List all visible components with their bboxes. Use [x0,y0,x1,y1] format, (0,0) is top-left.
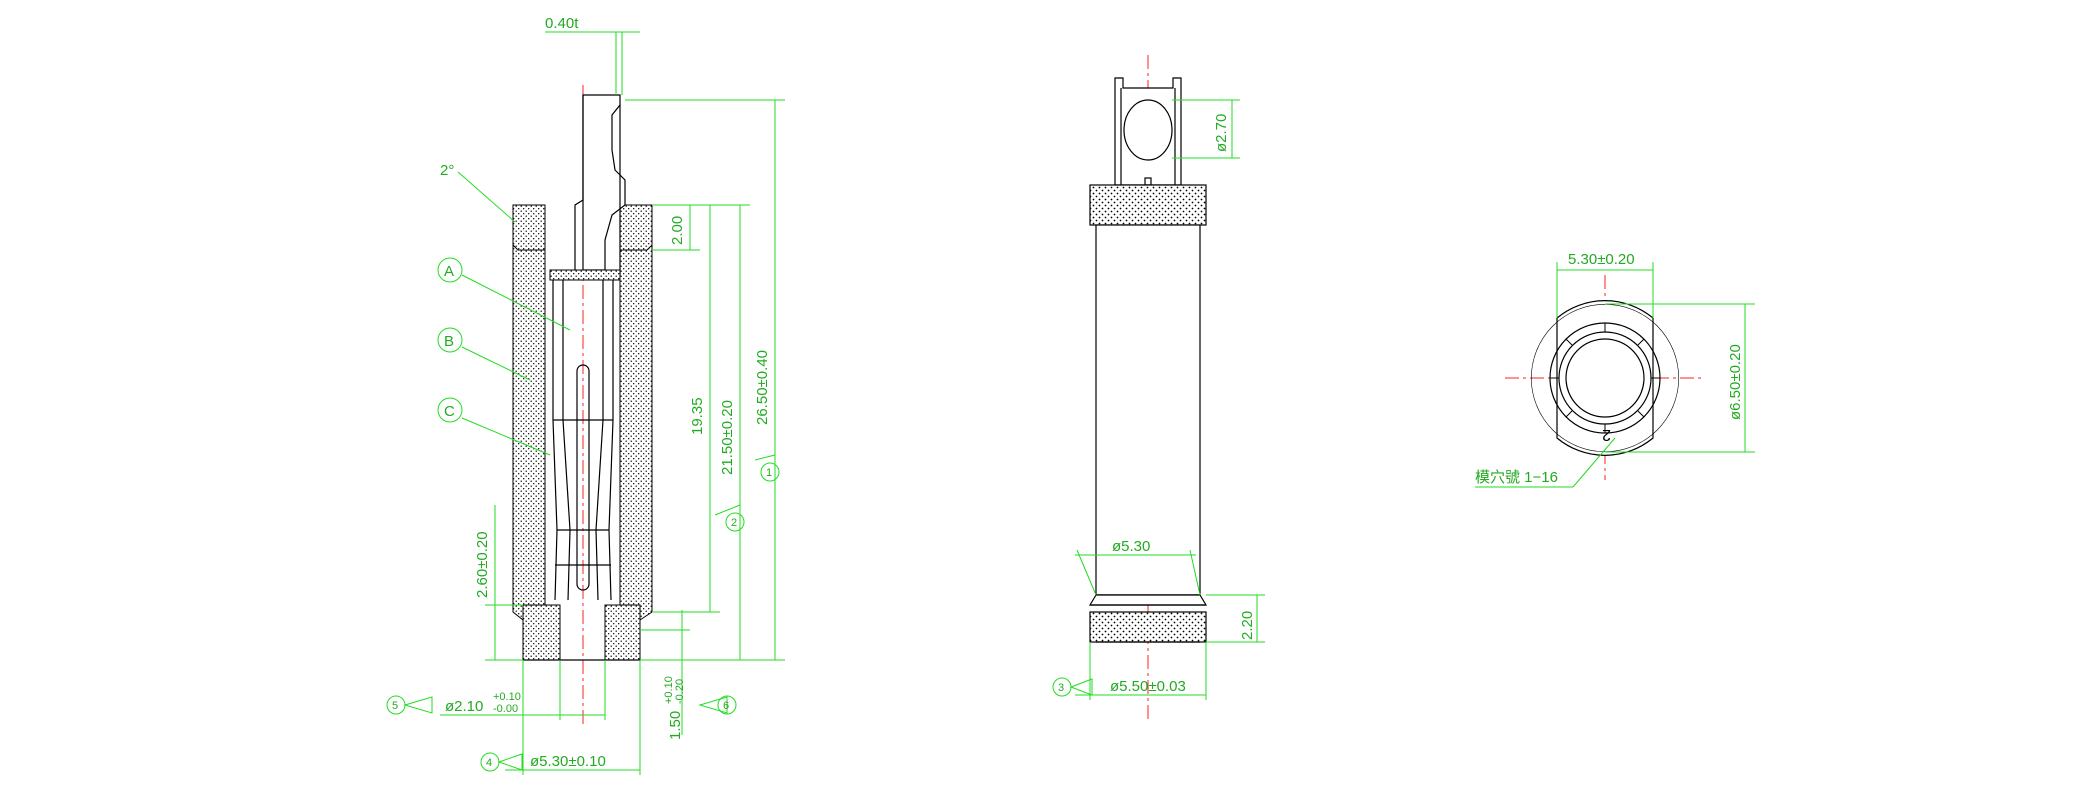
svg-text:4: 4 [486,757,492,769]
balloon-5: 5 [386,695,433,715]
balloon-6: 6 [698,695,737,715]
balloon-1: 1 [754,454,780,482]
end-ring-slots [1550,323,1660,433]
dim-1-50-tol-lower: -0.20 [674,679,686,704]
svg-text:5: 5 [392,700,398,712]
balloon-4: 4 [480,752,523,772]
end-cavity-number: 2 [1602,426,1611,443]
svg-text:6: 6 [723,700,729,712]
svg-text:1: 1 [766,467,772,479]
side-top-tab-inner [1120,88,1176,185]
side-tab-hole [1123,99,1173,161]
dim-1-50-label: 1.50 [667,711,684,740]
end-cavity-label: 模穴號 1−16 [1475,469,1558,486]
top-collar-right [619,204,653,251]
inner-tube-right [608,280,614,601]
dim-2-60-label: 2.60±0.20 [474,531,491,598]
svg-text:B: B [444,333,454,350]
dim-2-10-label: ø2.10 [445,698,483,715]
dim-side-5-50-label: ø5.50±0.03 [1110,678,1186,695]
svg-text:2: 2 [731,517,737,529]
dim-side-2-20-label: 2.20 [1239,611,1256,640]
section-view: 0.40t 2° A B C 2.00 19.35 [386,15,785,775]
dim-side-2-70-label: ø2.70 [1213,114,1230,152]
inner-bar [549,269,621,281]
dim-end-5-30-label: 5.30±0.20 [1568,251,1635,268]
contact-blade [582,94,626,271]
bottom-base-right [604,604,641,661]
inner-tube-left [552,280,558,601]
callout-b: B [437,327,531,381]
dim-side-5-30-ext1 [1076,549,1097,596]
callout-a: A [437,257,571,331]
side-knurl-bottom [1089,611,1207,643]
top-collar-left [512,204,546,251]
side-knurl-top [1089,184,1207,226]
dim-2-10-tol-upper: +0.10 [493,691,521,703]
svg-text:C: C [444,403,455,420]
bottom-base-left [522,604,561,661]
dim-26-50-label: 26.50±0.40 [754,350,771,425]
balloon-2: 2 [714,504,745,532]
svg-text:3: 3 [1058,682,1064,694]
end-cavity-leader [1572,437,1616,488]
dim-side-5-30-ext2 [1189,549,1201,596]
svg-text:A: A [444,263,454,280]
dim-angle-label: 2° [440,162,454,179]
dim-end-6-50-label: ø6.50±0.20 [1727,344,1744,420]
side-view: ø2.70 ø5.30 2.20 ø5.50±0.03 3 [1052,55,1265,720]
dim-19-35-label: 19.35 [689,397,706,435]
dim-2-00-label: 2.00 [669,216,686,245]
inner-tube-right2 [595,280,604,601]
end-ring-3 [1565,338,1645,418]
blade-profile [574,95,584,275]
inner-slot [576,364,590,591]
dim-5-30-label: ø5.30±0.10 [530,753,606,770]
dim-21-50-label: 21.50±0.20 [719,400,736,475]
side-body-taper [1088,594,1208,606]
balloon-3: 3 [1052,677,1093,697]
dim-angle-leader [457,171,516,223]
callout-c: C [437,397,551,456]
side-body [1095,224,1201,596]
end-view: 2 5.30±0.20 ø6.50±0.20 模穴號 1−16 [1475,251,1755,488]
dim-side-5-30-label: ø5.30 [1112,538,1150,555]
end-outer-profile [1556,300,1654,456]
dim-1-50-tol-upper: +0.10 [663,676,675,704]
side-top-tab [1114,77,1182,186]
dim-2-10-tol-lower: -0.00 [493,703,518,715]
dim-thickness-label: 0.40t [545,15,579,32]
